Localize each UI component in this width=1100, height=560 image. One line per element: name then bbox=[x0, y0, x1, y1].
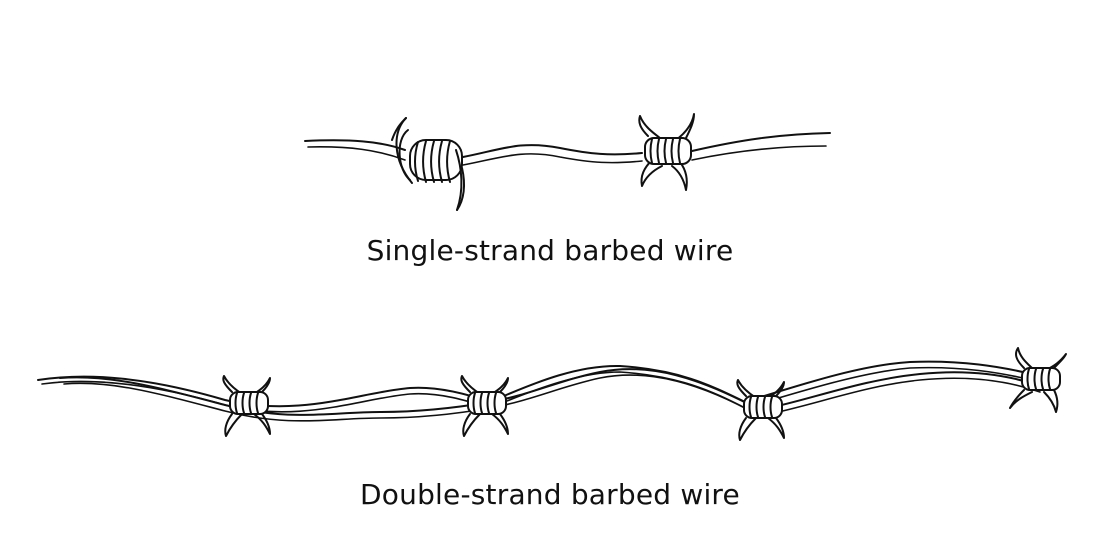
single-barb-1 bbox=[391, 117, 466, 211]
double-wire-strand-b bbox=[59, 368, 1041, 416]
single-barb-2 bbox=[638, 113, 695, 191]
single-wire-strand-edge bbox=[307, 145, 827, 166]
double-wire-strand-b-edge bbox=[63, 374, 1041, 422]
single-strand-wire bbox=[304, 113, 831, 211]
double-strand-wire bbox=[37, 347, 1067, 441]
double-barb-3 bbox=[736, 379, 785, 441]
double-barb-4 bbox=[1009, 347, 1067, 413]
double-barb-2 bbox=[460, 375, 509, 437]
double-strand-caption: Double-strand barbed wire bbox=[360, 478, 740, 511]
double-wire-strand-a-edge bbox=[41, 366, 1041, 413]
single-strand-caption: Single-strand barbed wire bbox=[366, 234, 734, 267]
double-wire-strand-a bbox=[37, 360, 1041, 408]
double-barb-1 bbox=[222, 375, 271, 437]
